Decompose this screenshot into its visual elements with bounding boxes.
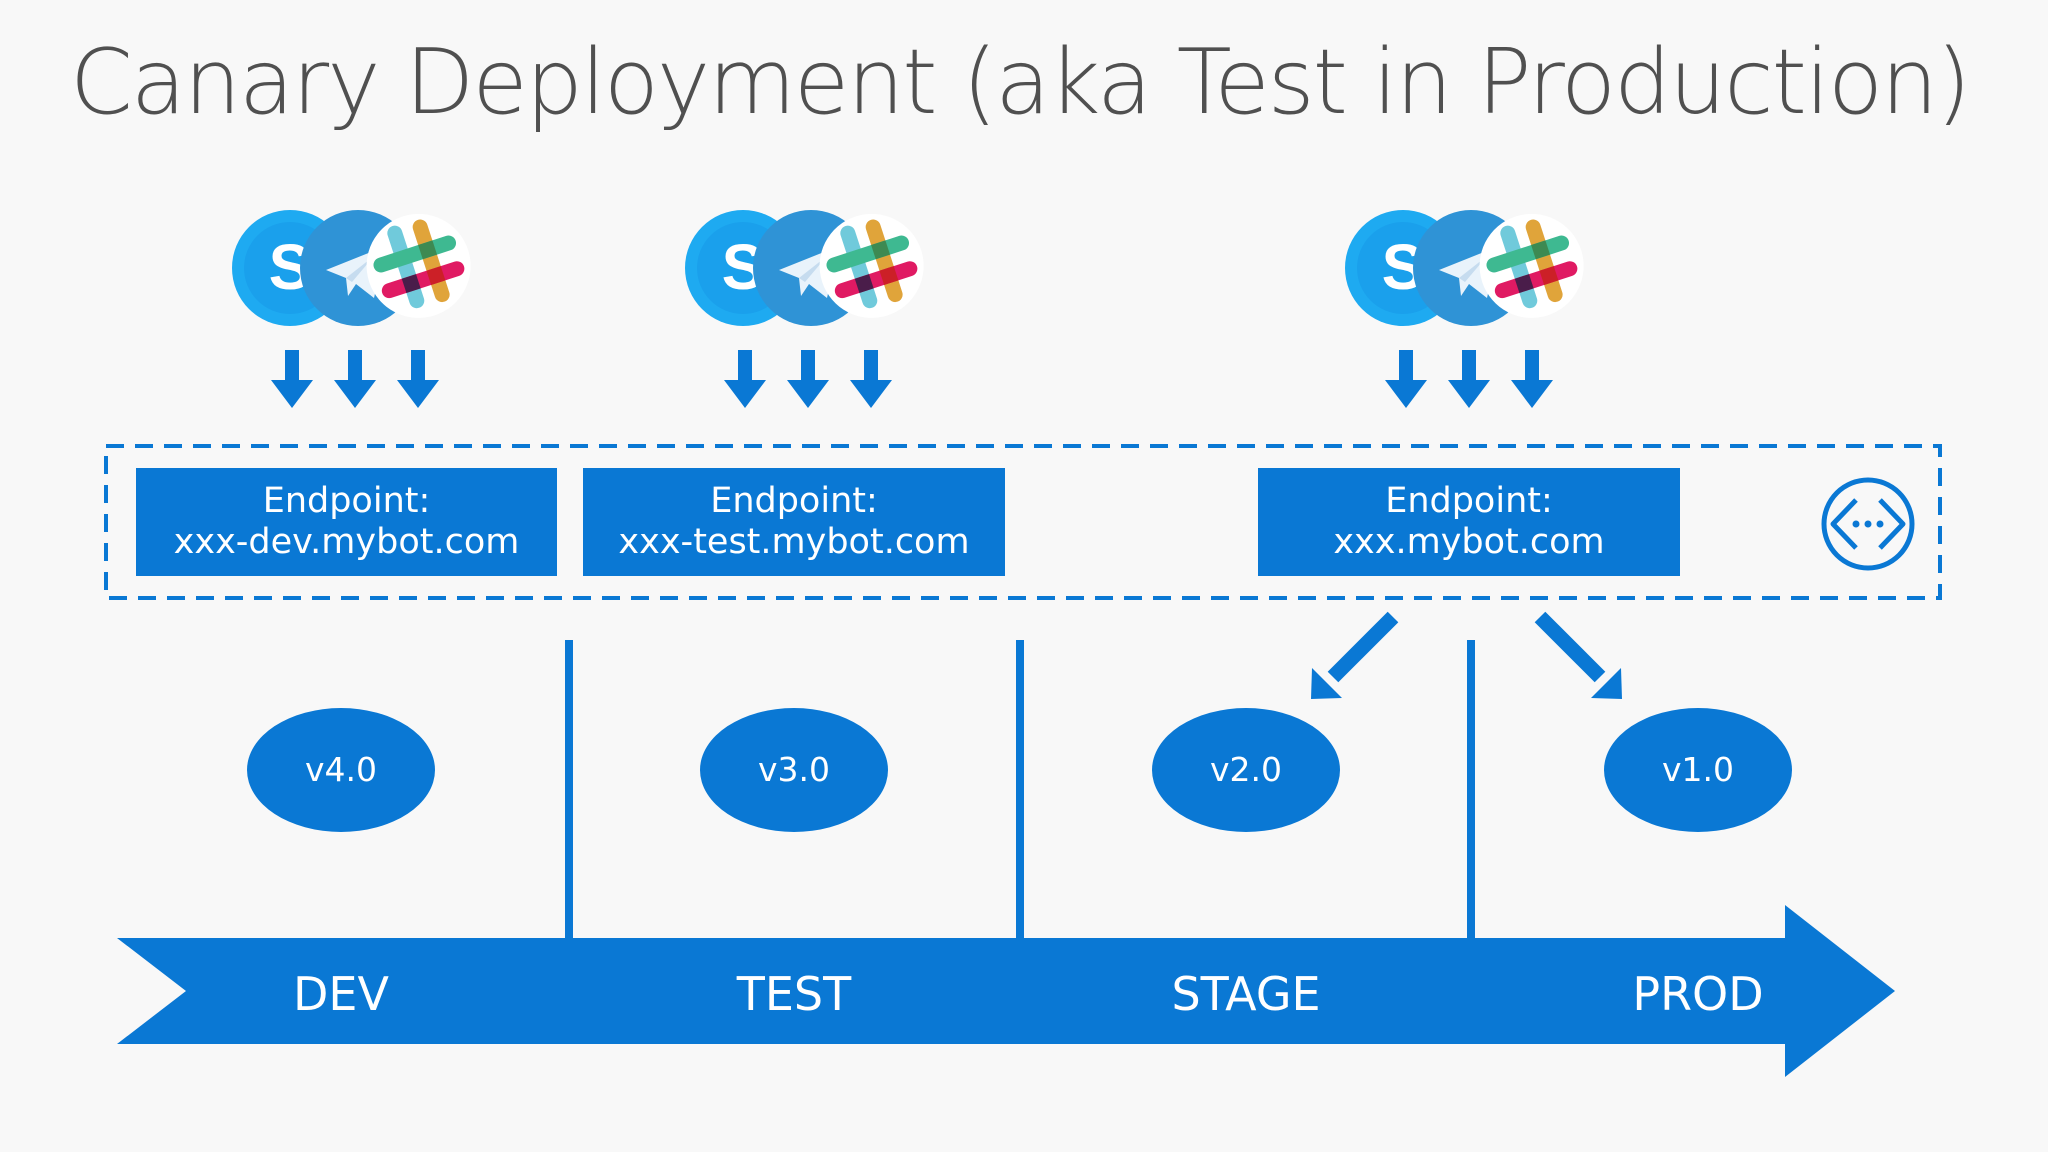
- channel-icons-test: [685, 200, 938, 332]
- endpoint-host: xxx-dev.mybot.com: [173, 522, 520, 562]
- stage-label-test: TEST: [736, 967, 852, 1021]
- stage-divider: [1016, 640, 1024, 940]
- version-node-stage: [1152, 708, 1340, 832]
- version-label: v2.0: [1209, 750, 1282, 789]
- version-label: v3.0: [757, 750, 830, 789]
- traffic-arrows-dev: [271, 350, 439, 408]
- channel-icons-prod: [1345, 200, 1598, 332]
- version-node-test: [700, 708, 888, 832]
- stage-divider: [565, 640, 573, 940]
- endpoint-box-dev: Endpoint: xxx-dev.mybot.com: [136, 468, 557, 576]
- endpoint-host: xxx-test.mybot.com: [618, 522, 970, 562]
- version-label: v4.0: [304, 750, 377, 789]
- page-title: Canary Deployment (aka Test in Productio…: [70, 30, 1971, 135]
- route-arrow-stage: [1311, 611, 1399, 699]
- version-node-prod: [1604, 708, 1792, 832]
- traffic-arrows-test: [724, 350, 892, 408]
- stage-label-stage: STAGE: [1171, 967, 1321, 1021]
- endpoint-box-test: Endpoint: xxx-test.mybot.com: [583, 468, 1005, 576]
- stage-label-prod: PROD: [1632, 967, 1764, 1021]
- route-arrow-prod: [1534, 611, 1622, 699]
- version-label: v1.0: [1661, 750, 1734, 789]
- api-gateway-icon: [1821, 477, 1915, 571]
- channel-icons-dev: [232, 200, 485, 332]
- traffic-arrows-prod: [1385, 350, 1553, 408]
- endpoint-label: Endpoint:: [710, 481, 878, 521]
- stage-divider: [1467, 640, 1475, 940]
- pipeline-arrow: [117, 905, 1895, 1077]
- endpoint-label: Endpoint:: [262, 481, 431, 521]
- stage-label-dev: DEV: [293, 967, 389, 1021]
- endpoint-host: xxx.mybot.com: [1333, 522, 1605, 562]
- gateway-container: [104, 444, 1942, 600]
- endpoint-box-prod: Endpoint: xxx.mybot.com: [1258, 468, 1680, 576]
- version-node-dev: [247, 708, 435, 832]
- endpoint-label: Endpoint:: [1385, 481, 1553, 521]
